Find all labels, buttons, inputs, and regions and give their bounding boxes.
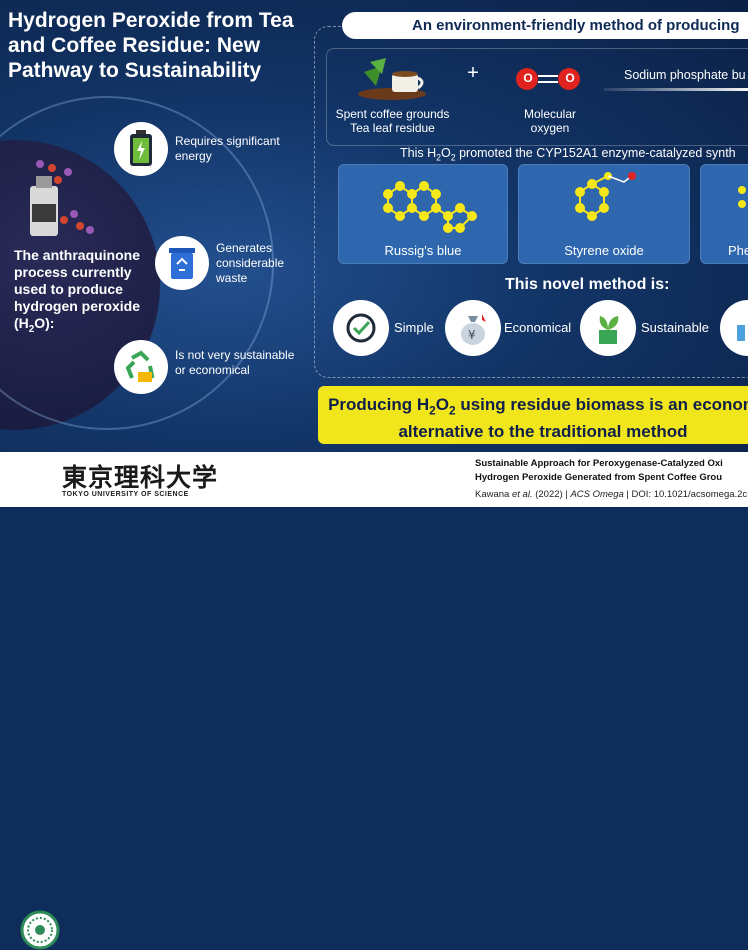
product-card-phe: Phe xyxy=(700,164,748,264)
promo-b: O xyxy=(441,146,451,160)
university-name-jp: 東京理科大学 xyxy=(62,463,219,492)
molecule-structure-icon xyxy=(738,186,746,208)
process-text-o: O xyxy=(34,315,46,331)
promo-c: promoted the CYP152A1 enzyme-catalyzed s… xyxy=(455,146,736,160)
molecule-structure-icon xyxy=(383,181,477,233)
product-label: Styrene oxide xyxy=(564,243,644,258)
clock-check-icon xyxy=(333,300,389,356)
plus-sign: + xyxy=(467,62,479,84)
process-description: The anthraquinone process currently used… xyxy=(14,247,164,338)
peroxide-bottle-icon xyxy=(30,160,94,236)
conclusion-c: using residue biomass is an econom xyxy=(455,395,748,414)
product-label: Russig's blue xyxy=(384,243,462,258)
conclusion-sub1: 2 xyxy=(429,403,436,418)
promo-text: This H2O2 promoted the CYP152A1 enzyme-c… xyxy=(400,146,748,165)
cite-author: Kawana xyxy=(475,489,512,500)
conclusion-line1: Producing H2O2 using residue biomass is … xyxy=(318,394,748,421)
coffee-cup-icon xyxy=(358,58,426,100)
money-bag-icon: ¥ xyxy=(445,300,501,356)
energy-label: Requires significant energy xyxy=(175,134,280,163)
citation-title-line1: Sustainable Approach for Peroxygenase-Ca… xyxy=(475,458,723,469)
arrow-line xyxy=(604,88,748,91)
conclusion-banner: Producing H2O2 using residue biomass is … xyxy=(318,386,748,444)
conclusion-sub2: 2 xyxy=(448,403,456,418)
molecule-structure-icon xyxy=(575,172,636,221)
product-label: Phe xyxy=(728,243,748,258)
promo-sub1: 2 xyxy=(436,152,441,163)
oxygen-atom-left: O xyxy=(523,71,533,85)
buffer-label: Sodium phosphate bu xyxy=(624,68,746,82)
conclusion-b: O xyxy=(435,395,449,414)
subscript: 2 xyxy=(28,323,35,335)
cite-etal: et al. xyxy=(511,489,533,500)
trash-bin-icon xyxy=(155,236,209,290)
conclusion-a: Producing H xyxy=(328,395,430,414)
process-text: The anthraquinone process currently used… xyxy=(14,247,141,331)
plant-icon xyxy=(580,300,636,356)
economical-label: Economical xyxy=(504,320,572,335)
svg-text:¥: ¥ xyxy=(468,328,476,342)
sustainability-label: Is not very sustainable or economical xyxy=(175,348,295,377)
cite-year: (2022) | xyxy=(532,489,571,500)
promo-sub2: 2 xyxy=(450,152,456,163)
battery-icon xyxy=(114,122,168,176)
cite-journal: ACS Omega xyxy=(570,489,624,500)
product-card-russig: Russig's blue xyxy=(338,164,508,264)
cite-doi: | DOI: 10.1021/acsomega.2c xyxy=(623,489,748,500)
recycle-icon xyxy=(114,340,168,394)
waste-label: Generates considerable waste xyxy=(216,241,285,285)
sustainable-label: Sustainable xyxy=(641,320,709,335)
reactants-box xyxy=(326,48,748,146)
university-seal-logo xyxy=(20,910,60,950)
coffee-label: Spent coffee grounds Tea leaf residue xyxy=(335,107,450,135)
promo-a: This H xyxy=(400,146,437,160)
simple-label: Simple xyxy=(394,320,434,335)
infographic-panel: Hydrogen Peroxide from Tea and Coffee Re… xyxy=(0,0,748,452)
citation-reference: Kawana et al. (2022) | ACS Omega | DOI: … xyxy=(475,489,747,500)
page-title: Hydrogen Peroxide from Tea and Coffee Re… xyxy=(8,9,294,82)
novel-method-title: This novel method is: xyxy=(505,276,670,293)
conclusion-line2: alternative to the traditional method xyxy=(398,422,688,442)
oxygen-label: Molecular oxygen xyxy=(523,107,577,135)
citation-title-line2: Hydrogen Peroxide Generated from Spent C… xyxy=(475,472,723,483)
process-text-end: ): xyxy=(45,315,55,331)
product-card-styrene: Styrene oxide xyxy=(518,164,690,264)
oxygen-atom-right: O xyxy=(565,71,575,85)
university-name-en: TOKYO UNIVERSITY OF SCIENCE xyxy=(62,491,189,498)
oxygen-molecule-icon xyxy=(516,68,580,90)
method-header: An environment-friendly method of produc… xyxy=(342,12,748,39)
